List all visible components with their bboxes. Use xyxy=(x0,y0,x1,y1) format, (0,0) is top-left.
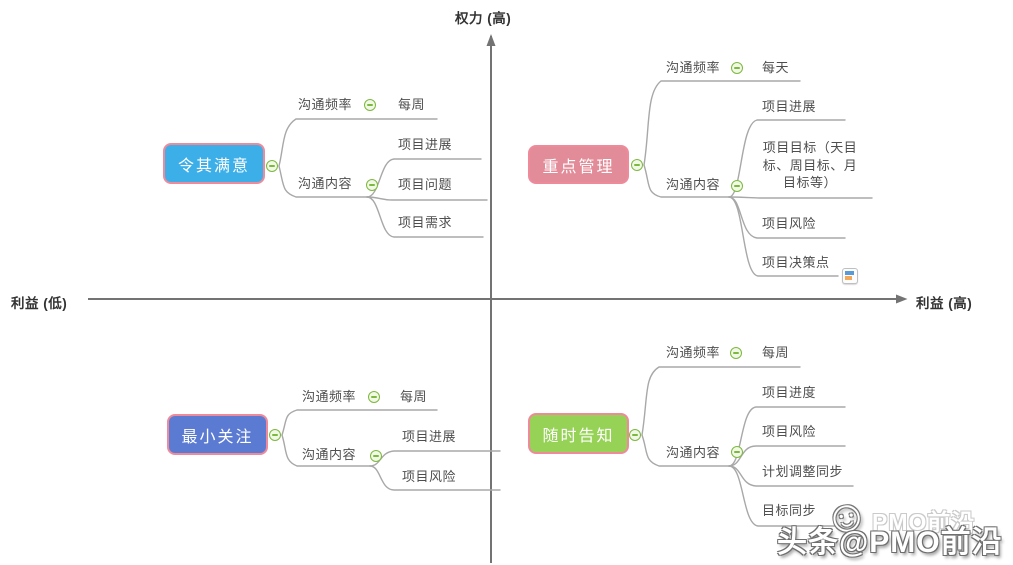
leaf-topic[interactable]: 项目进展 xyxy=(762,99,817,114)
branch-label[interactable]: 沟通频率 xyxy=(666,60,721,75)
topic-manage-closely[interactable]: 重点管理 xyxy=(528,145,629,184)
interest-axis-arrowhead xyxy=(896,294,908,304)
topic-keep-informed[interactable]: 随时告知 xyxy=(528,413,629,454)
leaf-topic[interactable]: 项目进展 xyxy=(398,137,453,152)
power-axis-label: 权力 (高) xyxy=(455,11,512,26)
decision-note-marker-icon[interactable] xyxy=(842,268,858,284)
branch-label[interactable]: 沟通频率 xyxy=(298,97,353,112)
collapse-minus-icon[interactable] xyxy=(266,160,278,172)
leaf-topic[interactable]: 项目风险 xyxy=(762,216,817,231)
leaf-topic[interactable]: 项目风险 xyxy=(762,424,817,439)
collapse-minus-icon[interactable] xyxy=(731,446,743,458)
mindmap-branch-curves xyxy=(278,80,873,527)
branch-label[interactable]: 沟通频率 xyxy=(666,345,721,360)
collapse-minus-icon[interactable] xyxy=(364,99,376,111)
interest-high-axis-label: 利益 (高) xyxy=(916,296,973,311)
branch-label[interactable]: 沟通内容 xyxy=(298,176,353,191)
marker-blue-bar xyxy=(845,271,854,275)
leaf-topic[interactable]: 项目问题 xyxy=(398,177,453,192)
leaf-topic[interactable]: 计划调整同步 xyxy=(762,464,844,479)
leaf-topic[interactable]: 项目决策点 xyxy=(762,255,830,270)
collapse-minus-icon[interactable] xyxy=(731,62,743,74)
leaf-topic[interactable]: 项目目标（天目标、周目标、月目标等） xyxy=(762,140,858,190)
leaf-topic[interactable]: 每周 xyxy=(398,97,426,112)
leaf-topic[interactable]: 项目进展 xyxy=(402,429,457,444)
collapse-minus-icon[interactable] xyxy=(629,429,641,441)
collapse-minus-icon[interactable] xyxy=(368,391,380,403)
power-interest-axes xyxy=(88,36,897,563)
interest-low-axis-label: 利益 (低) xyxy=(11,296,68,311)
leaf-topic[interactable]: 项目进度 xyxy=(762,385,817,400)
branch-label[interactable]: 沟通内容 xyxy=(666,177,721,192)
collapse-minus-icon[interactable] xyxy=(631,159,643,171)
topic-monitor-minimum[interactable]: 最小关注 xyxy=(167,414,268,455)
topic-keep-satisfied[interactable]: 令其满意 xyxy=(163,143,265,184)
leaf-topic[interactable]: 每周 xyxy=(762,345,790,360)
branch-label[interactable]: 沟通频率 xyxy=(302,389,357,404)
collapse-minus-icon[interactable] xyxy=(730,347,742,359)
leaf-topic[interactable]: 每天 xyxy=(762,60,790,75)
branch-label[interactable]: 沟通内容 xyxy=(302,447,357,462)
leaf-topic[interactable]: 每周 xyxy=(400,389,428,404)
leaf-topic[interactable]: 项目风险 xyxy=(402,469,457,484)
collapse-minus-icon[interactable] xyxy=(269,429,281,441)
marker-orange-bar xyxy=(845,276,852,280)
collapse-minus-icon[interactable] xyxy=(731,180,743,192)
collapse-minus-icon[interactable] xyxy=(366,179,378,191)
branch-label[interactable]: 沟通内容 xyxy=(666,445,721,460)
collapse-minus-icon[interactable] xyxy=(370,450,382,462)
watermark-text: 头条@PMO前沿 xyxy=(777,526,1003,559)
leaf-topic[interactable]: 目标同步 xyxy=(762,503,817,518)
leaf-topic[interactable]: 项目需求 xyxy=(398,215,453,230)
power-axis-arrowhead xyxy=(486,34,496,46)
watermark-ghost-text: PMO前沿 xyxy=(872,509,976,535)
